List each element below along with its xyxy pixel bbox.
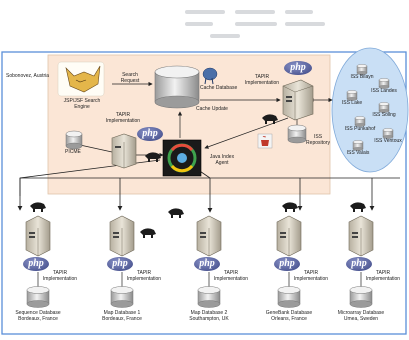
iss-node-label: ISS Sollng: [372, 112, 396, 118]
iss-node-label: ISS Valais: [346, 150, 370, 156]
iss-node-label: ISS Lake: [341, 100, 363, 106]
location-label: Sobonovez, Austria: [6, 73, 50, 80]
iss-node-cylinder: [378, 102, 390, 113]
iss-node-cylinder: [356, 64, 368, 75]
provider-tapir-label: TAPIR Implementation: [126, 270, 162, 282]
iss-repository-label: ISS Repository: [306, 134, 330, 146]
provider-node: [107, 215, 135, 308]
provider-tapir-label: TAPIR Implementation: [365, 270, 401, 282]
java-index-agent-label: Java Index Agent: [209, 154, 235, 166]
iss-node-cylinder: [352, 140, 364, 151]
tapir-server-icon: [348, 215, 374, 257]
tapir-top-right-label: TAPIR Implementation: [244, 74, 280, 86]
provider-database-location: Bordeaux, France: [18, 316, 58, 322]
provider-database-location: Bordeaux, France: [102, 316, 142, 322]
iss-node-label: ISS Bilayn: [350, 74, 374, 80]
iss-node-cylinder: [378, 78, 390, 89]
php-logo-icon: [284, 61, 312, 75]
search-request-label: Search Request: [120, 72, 140, 84]
provider-database-cylinder: [197, 286, 221, 308]
tapir-animal-icon: [262, 114, 278, 124]
provider-tapir-label: TAPIR Implementation: [42, 270, 78, 282]
tapir-top-left-label: TAPIR Implementation: [105, 112, 141, 124]
iss-node-label: ISS Landes: [371, 88, 397, 94]
provider-tapir-label: TAPIR Implementation: [293, 270, 329, 282]
cache-database-cylinder: [154, 65, 200, 109]
provider-node: [194, 215, 222, 308]
tapir-animal-icon: [145, 152, 161, 162]
php-logo-icon: [194, 257, 220, 271]
php-logo-text: php: [142, 128, 158, 139]
tapir-server-icon: [276, 215, 302, 257]
provider-node: [23, 215, 51, 308]
provider-database-cylinder: [277, 286, 301, 308]
provider-database-name: GeneBank Database: [265, 310, 313, 316]
iss-repository-cylinder: [287, 124, 307, 144]
tapir-animal-icon: [282, 202, 298, 212]
php-logo-text: php: [290, 62, 306, 73]
provider-database-cylinder: [26, 286, 50, 308]
search-engine-label: JSP/JSF Search Engine: [63, 98, 101, 110]
tomcat-logo-icon: [57, 61, 105, 97]
iss-node-label: ISS Punkahof: [344, 126, 376, 132]
picme-label: PICME: [65, 149, 81, 155]
provider-database-cylinder: [349, 286, 373, 308]
php-logo-icon: [346, 257, 372, 271]
php-logo-icon: [23, 257, 49, 271]
provider-database-location: Orleans, France: [271, 316, 307, 322]
php-logo-icon: [274, 257, 300, 271]
faded-header-text: [185, 10, 325, 38]
picme-cylinder: [65, 130, 83, 150]
tapir-animal-icon: [140, 228, 156, 238]
provider-database-cylinder: [110, 286, 134, 308]
tapir-animal-icon: [168, 208, 184, 218]
php-logo-text: php: [279, 258, 295, 269]
cache-update-label: Cache Update: [196, 106, 228, 112]
provider-node: [346, 215, 374, 308]
provider-database-name: Map Database 2: [190, 310, 228, 316]
java-index-agent-icon: [162, 139, 202, 177]
location-text: Sobonovez, Austria: [6, 73, 50, 79]
provider-database-location: Umea, Sweden: [343, 316, 379, 322]
provider-database-name: Sequence Database: [15, 310, 61, 316]
java-icon: [257, 133, 273, 149]
tapir-server-icon: [282, 79, 314, 121]
postgresql-icon: [202, 67, 218, 85]
tapir-server-icon: [111, 133, 137, 169]
iss-cluster-ellipse: [331, 47, 409, 173]
php-logo-text: php: [28, 258, 44, 269]
php-logo-icon: [107, 257, 133, 271]
php-logo-text: php: [199, 258, 215, 269]
tapir-animal-icon: [30, 202, 46, 212]
php-logo-text: php: [351, 258, 367, 269]
php-logo-icon: [137, 127, 163, 141]
provider-database-name: Microarray Database: [337, 310, 385, 316]
iss-node-cylinder: [346, 90, 358, 101]
provider-tapir-label: TAPIR Implementation: [213, 270, 249, 282]
cache-database-label: Cache Database: [200, 85, 238, 91]
tapir-server-icon: [109, 215, 135, 257]
tapir-animal-icon: [350, 202, 366, 212]
provider-database-location: Southampton, UK: [189, 316, 229, 322]
tapir-server-icon: [196, 215, 222, 257]
tapir-server-icon: [25, 215, 51, 257]
iss-node-label: ISS Ventoux: [374, 138, 402, 144]
iss-node-cylinder: [382, 128, 394, 139]
provider-database-name: Map Database 1: [103, 310, 141, 316]
php-logo-text: php: [112, 258, 128, 269]
provider-node: [274, 215, 302, 308]
iss-node-cylinder: [354, 116, 366, 127]
